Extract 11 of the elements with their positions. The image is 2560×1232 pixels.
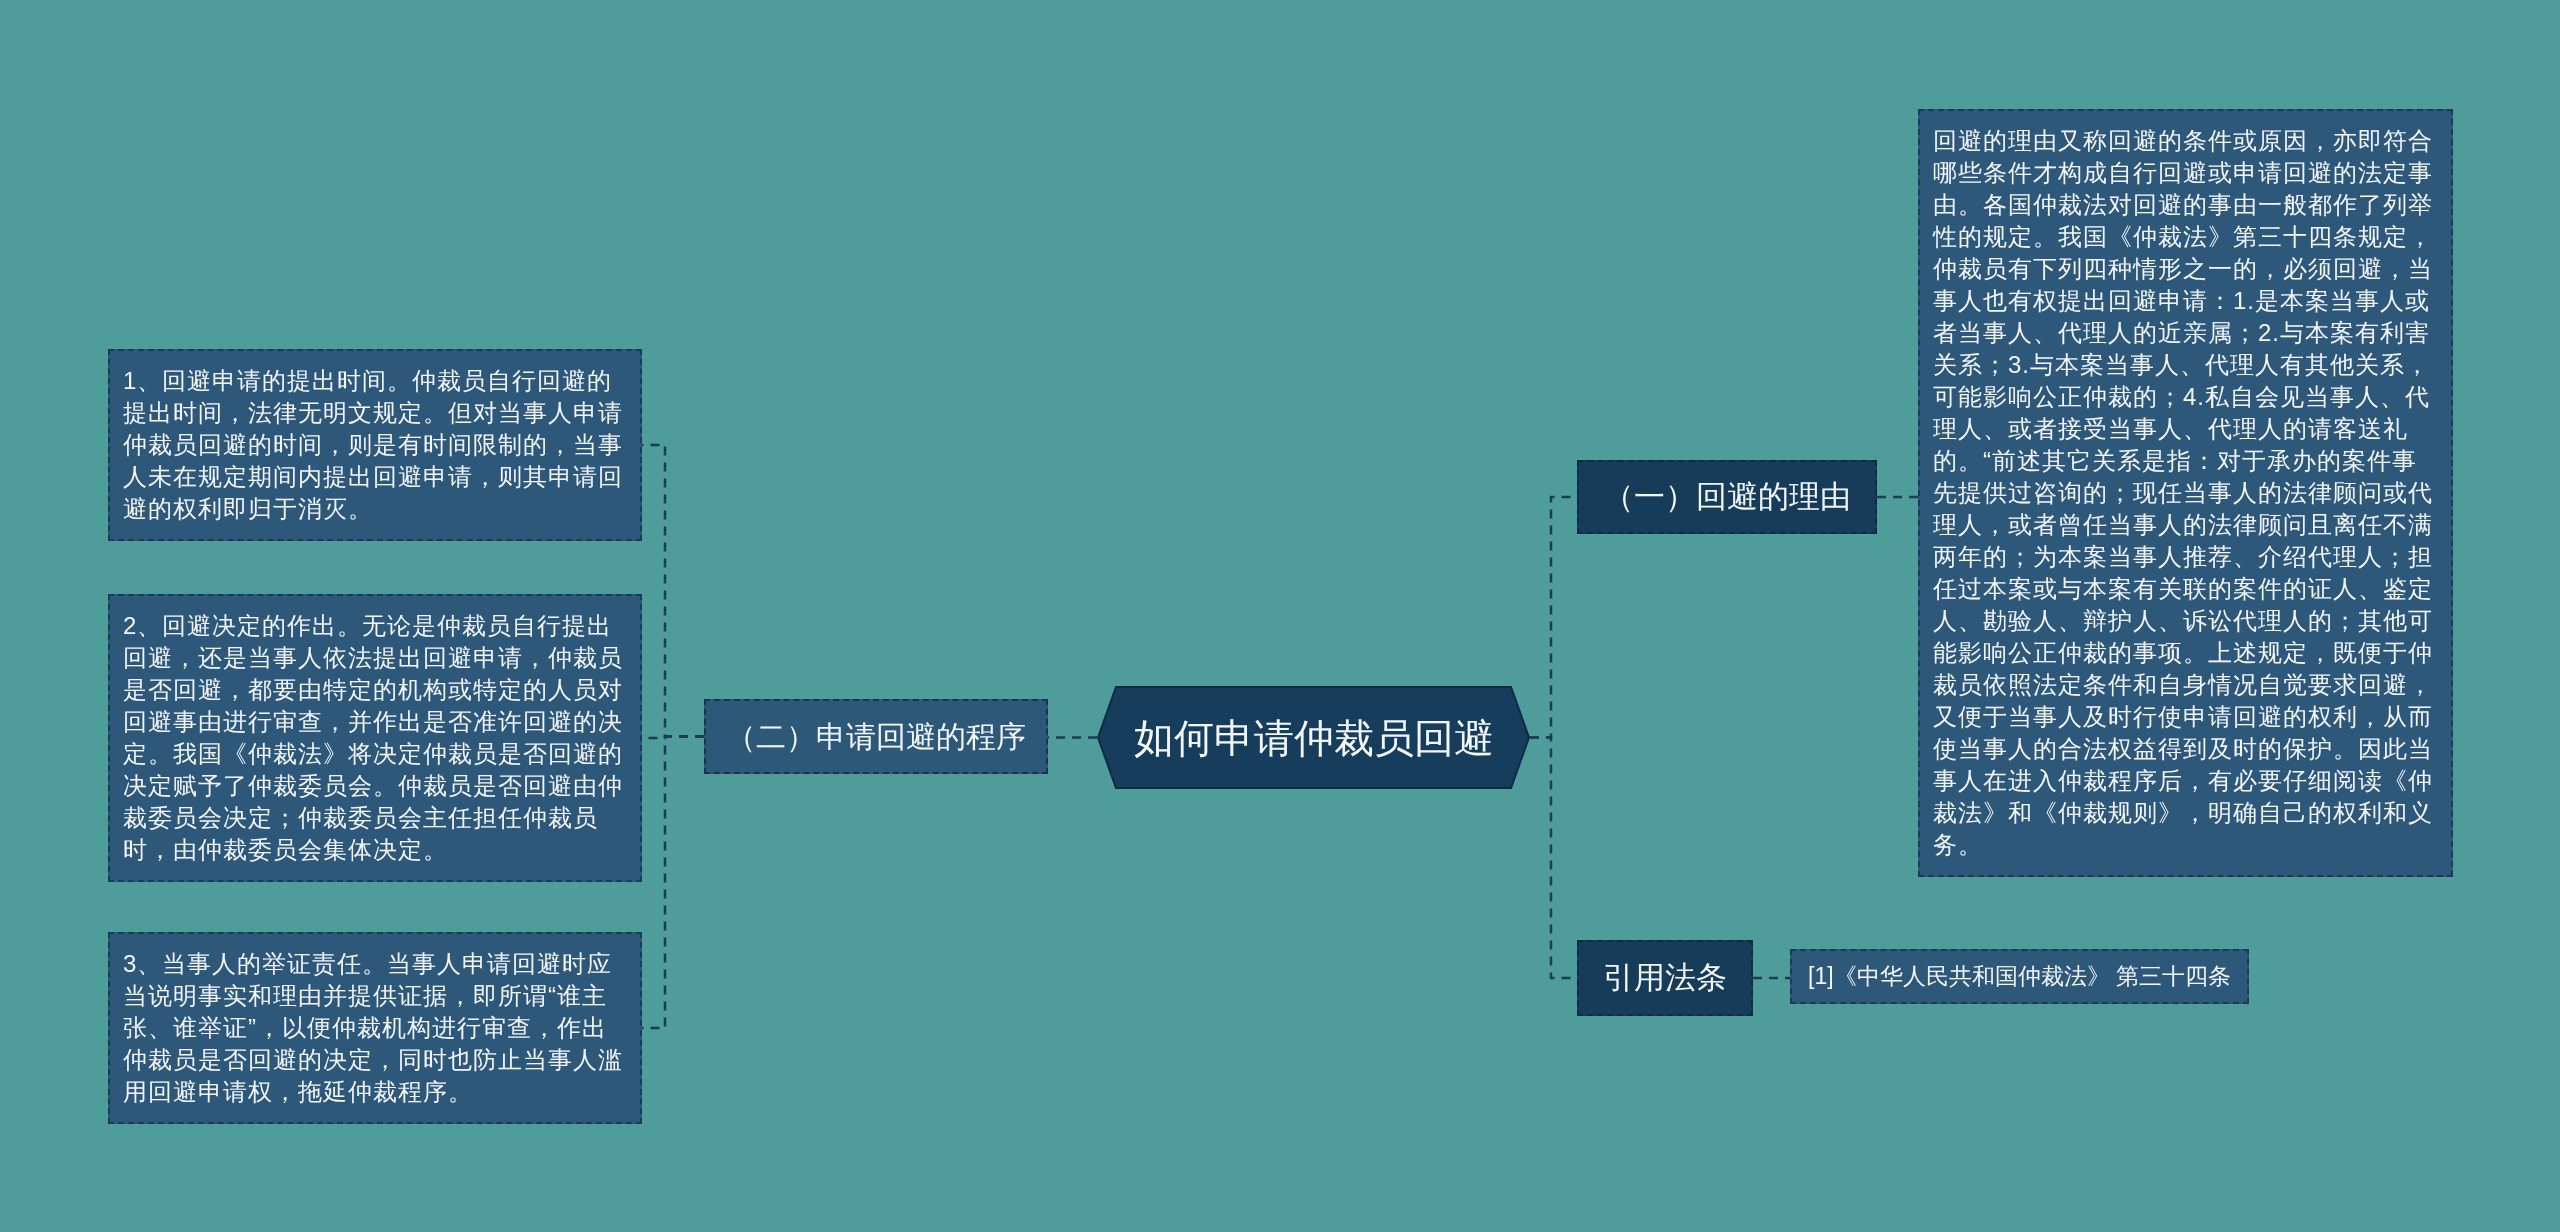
text-card: 1、回避申请的提出时间。仲裁员自行回避的提出时间，法律无明文规定。但对当事人申请仲裁员回避的时间，则是有时间限制的，当事人未在规定期间内提出回避申请，则其申请回避的权利即归于消灭。 xyxy=(108,349,642,541)
central-topic: 如何申请仲裁员回避 xyxy=(1097,686,1530,789)
text-card: 2、回避决定的作出。无论是仲裁员自行提出回避，还是当事人依法提出回避申请，仲裁员是否回避，都要由特定的机构或特定的人员对回避事由进行审查，并作出是否准许回避的决定。我国《仲裁法》将决定仲裁员是否回避的决定赋予了仲裁委员会。仲裁员是否回避由仲裁委员会决定；仲裁委员会主任担任仲裁员时，由仲裁委员会集体决定。 xyxy=(108,594,642,882)
text-card: 3、当事人的举证责任。当事人申请回避时应当说明事实和理由并提供证据，即所谓“谁主张、谁举证”，以便仲裁机构进行审查，作出仲裁员是否回避的决定，同时也防止当事人滥用回避申请权，拖延仲裁程序。 xyxy=(108,932,642,1124)
connector-line xyxy=(1753,976,1790,980)
topic-box: （二）申请回避的程序 xyxy=(704,699,1048,774)
text-card: 回避的理由又称回避的条件或原因，亦即符合哪些条件才构成自行回避或申请回避的法定事由。各国仲裁法对回避的事由一般都作了列举性的规定。我国《仲裁法》第三十四条规定，仲裁员有下列四种情形之一的，必须回避，当事人也有权提出回避申请：1.是本案当事人或者当事人、代理人的近亲属；2.与本案有利害关系；3.与本案当事人、代理人有其他关系，可能影响公正仲裁的；4.私自会见当事人、代理人、或者接受当事人、代理人的请客送礼的。“前述其它关系是指：对于承办的案件事先提供过咨询的；现任当事人的法律顾问或代理人，或者曾任当事人的法律顾问且离任不满两年的；为本案当事人推荐、介绍代理人；担任过本案或与本案有关联的案件的证人、鉴定人、勘验人、辩护人、诉讼代理人的；其他可能影响公正仲裁的事项。上述规定，既便于仲裁员依照法定条件和自身情况自觉要求回避，又便于当事人及时行使申请回避的权利，从而使当事人的合法权益得到及时的保护。因此当事人在进入仲裁程序后，有必要仔细阅读《仲裁法》和《仲裁规则》，明确自己的权利和义务。 xyxy=(1918,109,2453,877)
topic-box: （一）回避的理由 xyxy=(1577,460,1877,534)
citation-box: [1]《中华人民共和国仲裁法》 第三十四条 xyxy=(1790,949,2249,1004)
topic-box: 引用法条 xyxy=(1577,940,1753,1016)
connector-line xyxy=(1877,495,1918,499)
